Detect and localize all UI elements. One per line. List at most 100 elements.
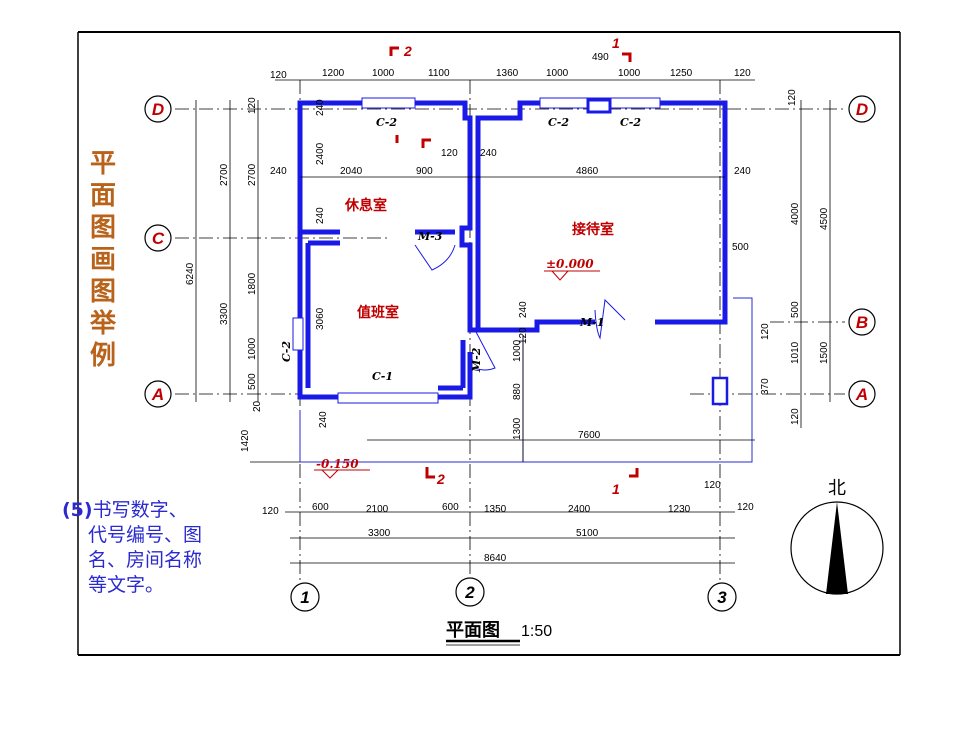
- elevation-outside: -0.150: [316, 457, 359, 471]
- svg-text:1100: 1100: [428, 68, 450, 79]
- svg-text:240: 240: [315, 99, 326, 116]
- side-title: 平 面 图 画 图 举 例: [88, 148, 118, 372]
- svg-text:2700: 2700: [247, 163, 258, 186]
- plan-title: 平面图 1:50: [446, 620, 552, 646]
- dims-bottom-1: 120 600 2100 600 1350 2400 1230 120 120: [262, 480, 754, 517]
- svg-text:240: 240: [518, 301, 529, 318]
- svg-text:1000: 1000: [546, 68, 569, 79]
- svg-text:240: 240: [270, 166, 287, 177]
- svg-text:3060: 3060: [315, 307, 326, 330]
- svg-text:240: 240: [480, 148, 497, 159]
- svg-text:4500: 4500: [819, 207, 830, 230]
- window-c2a: [361, 97, 416, 109]
- svg-text:1500: 1500: [819, 341, 830, 364]
- svg-text:3300: 3300: [219, 302, 230, 325]
- svg-text:6240: 6240: [185, 262, 196, 285]
- svg-text:120: 120: [247, 97, 258, 114]
- grid-bubble-A-left: A: [144, 380, 172, 408]
- grid-bubble-D-left: D: [144, 95, 172, 123]
- tag-m2: M-2: [470, 347, 483, 373]
- svg-text:4860: 4860: [576, 166, 599, 177]
- svg-text:120: 120: [737, 502, 754, 513]
- svg-text:A: A: [855, 385, 868, 404]
- svg-text:1800: 1800: [247, 272, 258, 295]
- svg-text:1000: 1000: [247, 337, 258, 360]
- tag-m3: M-3: [417, 230, 443, 243]
- note-line4: 等文字。: [88, 574, 165, 596]
- svg-text:240: 240: [318, 411, 329, 428]
- svg-text:1000: 1000: [512, 339, 523, 362]
- dims-right: 120 4000 4500 500 120 1010 1500 370 120 …: [512, 89, 830, 440]
- section-marks: [389, 46, 639, 479]
- svg-text:120: 120: [790, 408, 801, 425]
- svg-text:C: C: [152, 229, 165, 248]
- svg-text:370: 370: [760, 378, 771, 395]
- window-c2-left: [292, 317, 304, 351]
- svg-text:1250: 1250: [670, 68, 693, 79]
- note-line1: 书写数字、: [92, 499, 188, 521]
- svg-text:500: 500: [790, 301, 801, 318]
- svg-text:1350: 1350: [484, 504, 507, 515]
- svg-text:8640: 8640: [484, 553, 507, 564]
- grid-bubble-A-right: A: [848, 380, 876, 408]
- svg-text:1000: 1000: [372, 68, 395, 79]
- svg-text:240: 240: [315, 207, 326, 224]
- svg-text:D: D: [152, 100, 164, 119]
- svg-text:120: 120: [760, 323, 771, 340]
- svg-text:600: 600: [442, 502, 459, 513]
- grid-bubbles: D C A D B A 1 2 3: [144, 95, 876, 612]
- grid-bubble-3: 3: [707, 582, 737, 612]
- dims-top: 120 1200 1000 1100 1360 1000 490 1000 12…: [270, 52, 751, 81]
- dimension-lines: [195, 79, 831, 564]
- svg-text:1000: 1000: [618, 68, 641, 79]
- svg-text:2040: 2040: [340, 166, 363, 177]
- window-c2-pier: [586, 98, 612, 114]
- svg-text:900: 900: [416, 166, 433, 177]
- note-line3: 名、房间名称: [88, 549, 203, 571]
- tag-c2a: C-2: [376, 116, 397, 129]
- tag-c2d: C-2: [280, 341, 293, 362]
- svg-text:600: 600: [312, 502, 329, 513]
- svg-text:A: A: [151, 385, 164, 404]
- dims-left: 6240 2700 2700 3300 1800 1000 500 120 24…: [185, 97, 329, 452]
- plan-title-scale: 1:50: [521, 623, 552, 640]
- svg-text:2400: 2400: [315, 142, 326, 165]
- svg-text:2400: 2400: [568, 504, 591, 515]
- room-rest: 休息室: [344, 197, 387, 214]
- tag-c2b: C-2: [548, 116, 569, 129]
- side-title-char: 图: [89, 277, 116, 307]
- svg-text:2700: 2700: [219, 163, 230, 186]
- note-line2: 代号编号、图: [88, 524, 203, 546]
- grid-bubble-2: 2: [455, 577, 485, 607]
- svg-text:1010: 1010: [790, 341, 801, 364]
- svg-text:2100: 2100: [366, 504, 389, 515]
- svg-text:500: 500: [247, 373, 258, 390]
- tag-m1: M-1: [579, 316, 604, 329]
- grid-bubble-B-right: B: [848, 308, 876, 336]
- side-title-char: 平: [89, 149, 116, 179]
- side-title-char: 画: [89, 245, 116, 275]
- svg-text:1230: 1230: [668, 504, 691, 515]
- svg-text:1: 1: [300, 588, 309, 607]
- svg-text:1420: 1420: [240, 429, 251, 452]
- section-1-top: 1: [612, 35, 620, 51]
- windows: [292, 97, 729, 406]
- doors: [414, 244, 626, 371]
- column: [711, 376, 729, 406]
- svg-text:240: 240: [734, 166, 751, 177]
- svg-text:880: 880: [512, 383, 523, 400]
- svg-text:120: 120: [270, 70, 287, 81]
- svg-text:1200: 1200: [322, 68, 345, 79]
- svg-text:500: 500: [732, 242, 749, 253]
- plan-title-name: 平面图: [446, 620, 500, 641]
- svg-text:120: 120: [704, 480, 721, 491]
- svg-text:490: 490: [592, 52, 609, 63]
- grid-bubble-D-right: D: [848, 95, 876, 123]
- svg-text:120: 120: [734, 68, 751, 79]
- room-duty: 值班室: [357, 304, 399, 321]
- walls: [297, 100, 728, 400]
- svg-text:D: D: [856, 100, 868, 119]
- north-label: 北: [828, 478, 846, 499]
- svg-text:2: 2: [464, 583, 475, 602]
- annotation-note: (5)书写数字、 代号编号、图 名、房间名称 等文字。: [62, 498, 262, 598]
